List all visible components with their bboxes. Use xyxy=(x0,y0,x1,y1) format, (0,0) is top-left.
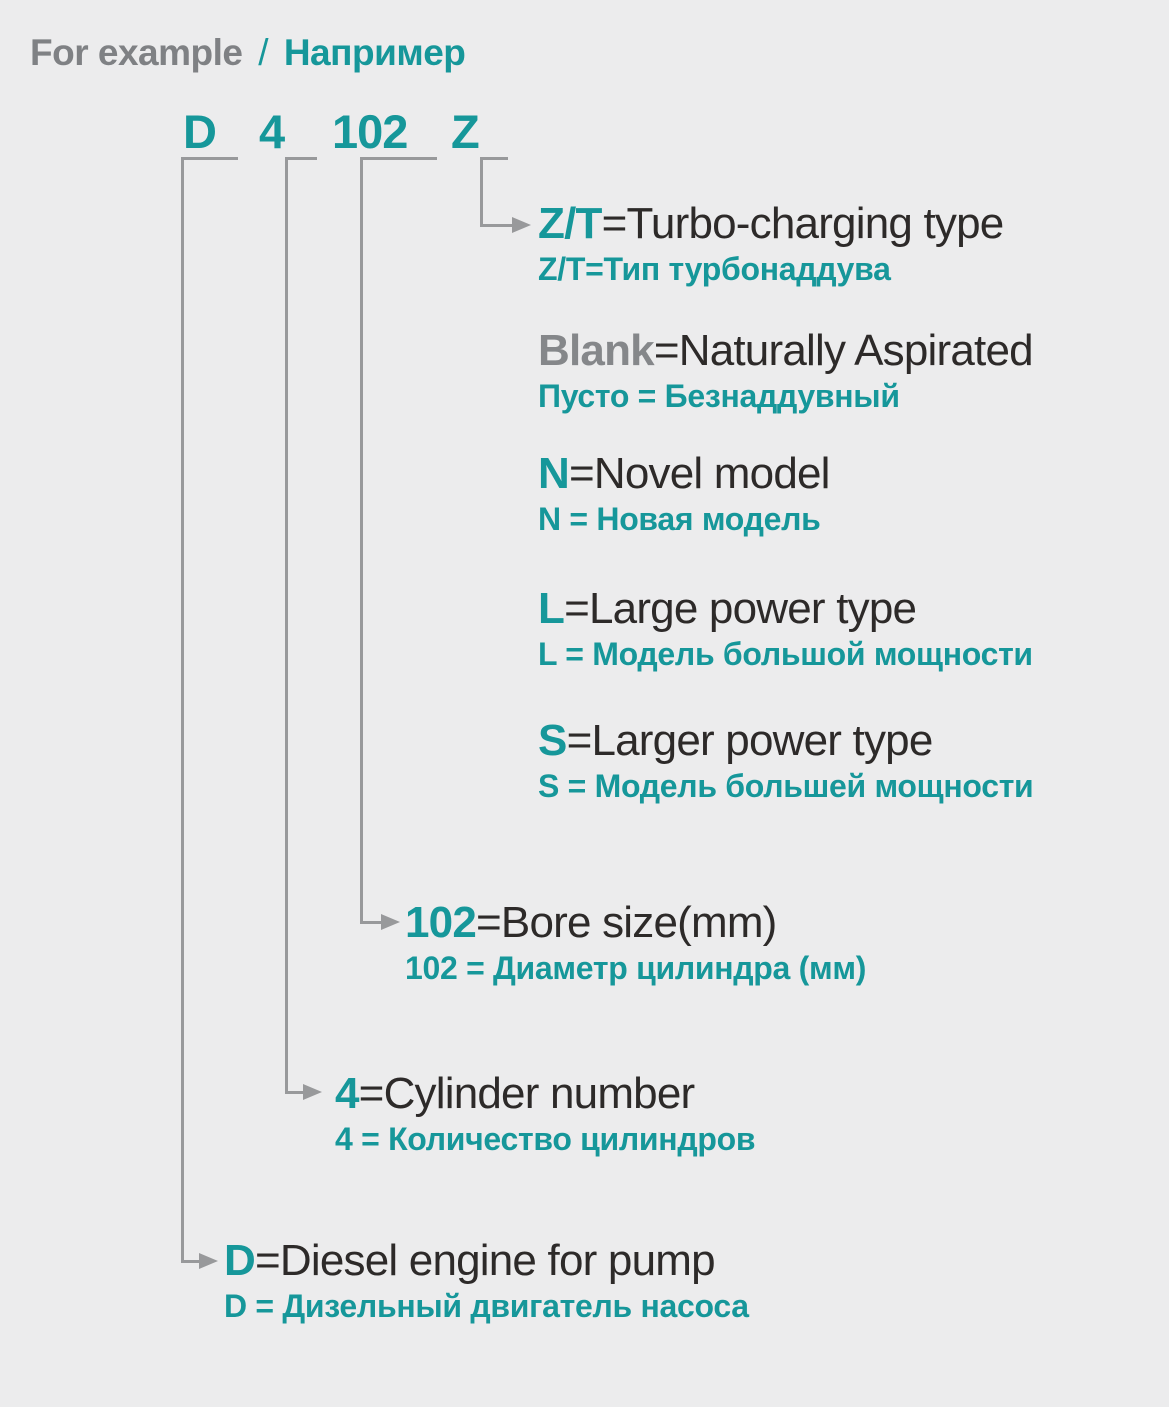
definition-key: S xyxy=(538,716,567,765)
definition-text-ru: Пусто = Безнаддувный xyxy=(538,378,900,415)
connector-4-top-line xyxy=(285,157,317,160)
model-char-4: 4 xyxy=(259,105,285,158)
arrow-right-icon xyxy=(199,1253,218,1269)
definition-text-ru: S = Модель большей мощности xyxy=(538,768,1034,805)
connector-102-top-line xyxy=(360,157,437,160)
definition-text-en: D=Diesel engine for pump xyxy=(224,1236,749,1285)
connector-102-vertical-line xyxy=(360,157,363,924)
definition-key: D xyxy=(224,1236,256,1285)
definition-key: Blank xyxy=(538,326,655,375)
connector-d-vertical-line xyxy=(181,157,184,1263)
example-divider: / xyxy=(258,32,269,73)
model-char-d: D xyxy=(183,105,217,158)
definition-turbo-type: Z/T=Turbo-charging type Z/T=Тип турбонад… xyxy=(538,199,1005,288)
definition-key: L xyxy=(538,584,565,633)
definition-text-en: L=Large power type xyxy=(538,584,1033,633)
definition-text-en: 102=Bore size(mm) xyxy=(405,898,866,947)
definition-key: 102 xyxy=(405,898,477,947)
definition-rest: =Bore size(mm) xyxy=(476,898,777,947)
page-title: For example / Например xyxy=(30,32,466,74)
definition-text-ru: 102 = Диаметр цилиндра (мм) xyxy=(405,950,867,987)
definition-rest: =Novel model xyxy=(568,449,830,498)
definition-text-en: Blank=Naturally Aspirated xyxy=(538,326,1034,375)
connector-z-vertical-line xyxy=(480,157,483,227)
definition-key: N xyxy=(538,449,570,498)
definition-rest: =Large power type xyxy=(564,584,917,633)
definition-text-ru: Z/T=Тип турбонаддува xyxy=(538,251,891,288)
definition-rest: =Turbo-charging type xyxy=(601,199,1005,248)
connector-4-vertical-line xyxy=(285,157,288,1094)
example-label-ru: Например xyxy=(283,32,466,73)
definition-naturally-aspirated: Blank=Naturally Aspirated Пусто = Безнад… xyxy=(538,326,1034,415)
connector-z-top-line xyxy=(480,157,508,160)
definition-rest: =Diesel engine for pump xyxy=(254,1236,716,1285)
definition-text-ru: L = Модель большой мощности xyxy=(538,636,1033,673)
connector-4-arrow-line xyxy=(285,1091,303,1094)
definition-rest: =Cylinder number xyxy=(358,1069,696,1118)
definition-bore-size: 102=Bore size(mm) 102 = Диаметр цилиндра… xyxy=(405,898,866,986)
definition-key: 4 xyxy=(335,1069,359,1118)
definition-larger-power: S=Larger power type S = Модель большей м… xyxy=(538,716,1034,805)
definition-novel-model: N=Novel model N = Новая модель xyxy=(538,449,830,537)
definition-diesel-engine: D=Diesel engine for pump D = Дизельный д… xyxy=(224,1236,749,1324)
definition-text-ru: D = Дизельный двигатель насоса xyxy=(224,1288,749,1325)
arrow-right-icon xyxy=(303,1084,322,1100)
definition-key: Z/T xyxy=(538,199,602,248)
definition-text-ru: 4 = Количество цилиндров xyxy=(335,1121,756,1158)
definition-text-en: N=Novel model xyxy=(538,449,830,498)
example-label-en: For example xyxy=(30,32,243,73)
arrow-right-icon xyxy=(381,914,400,930)
definition-text-ru: N = Новая модель xyxy=(538,501,821,538)
connector-d-top-line xyxy=(181,157,238,160)
model-char-z: Z xyxy=(451,105,480,158)
definition-text-en: S=Larger power type xyxy=(538,716,1033,765)
connector-102-arrow-line xyxy=(360,921,381,924)
definition-rest: =Naturally Aspirated xyxy=(653,326,1034,375)
definition-text-en: Z/T=Turbo-charging type xyxy=(538,199,1005,248)
arrow-right-icon xyxy=(512,217,531,233)
definition-cylinder-number: 4=Cylinder number 4 = Количество цилиндр… xyxy=(335,1069,756,1158)
definition-rest: =Larger power type xyxy=(566,716,934,765)
connector-z-arrow-line xyxy=(480,224,512,227)
model-char-102: 102 xyxy=(332,105,408,158)
connector-d-arrow-line xyxy=(181,1260,199,1263)
definition-large-power: L=Large power type L = Модель большой мо… xyxy=(538,584,1033,672)
definition-text-en: 4=Cylinder number xyxy=(335,1069,755,1118)
